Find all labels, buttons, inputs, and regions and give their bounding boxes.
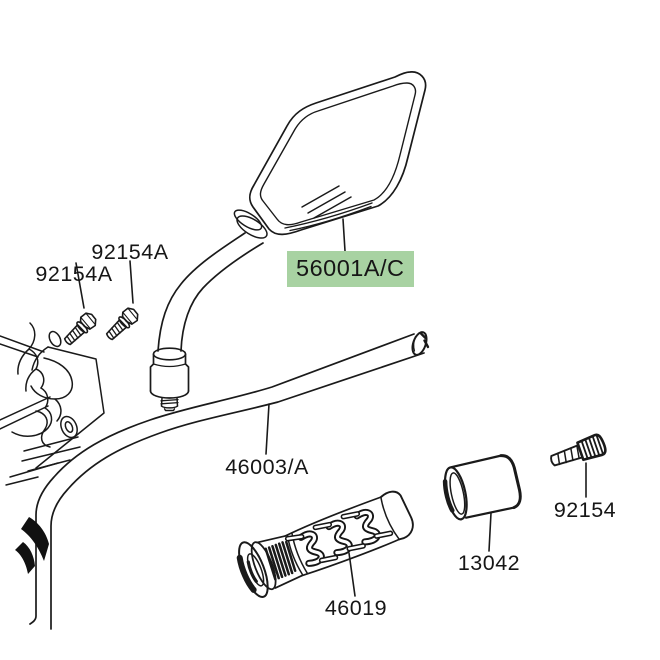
- grip-edge-band: [15, 542, 35, 574]
- bar-end-bolt-drawing: [550, 433, 607, 467]
- bar-end-weight-drawing: [442, 454, 522, 521]
- part-label-92154[interactable]: 92154: [553, 498, 617, 522]
- grip-rib-lines: [264, 540, 297, 581]
- leader-bolt-right: [129, 260, 134, 304]
- throttle-grip-drawing: [236, 490, 414, 598]
- mirror-bolt-left-drawing: [60, 309, 100, 349]
- leader-weight: [488, 512, 492, 552]
- weight-shadow: [442, 479, 455, 513]
- bolt-knurl-lines: [580, 433, 605, 460]
- mirror-reflection-lines: [301, 185, 352, 219]
- leader-lines: [75, 218, 587, 597]
- handlebar-drawing: [15, 331, 430, 630]
- grip-edge-band: [21, 517, 49, 561]
- part-label-46003A[interactable]: 46003/A: [225, 455, 309, 479]
- leader-handlebar: [265, 403, 270, 455]
- leader-mirror: [342, 218, 346, 252]
- part-label-92154A-left[interactable]: 92154A: [35, 262, 113, 286]
- part-label-46019[interactable]: 46019: [324, 596, 388, 620]
- bar-end-ticks: [419, 332, 430, 349]
- part-label-92154A-right[interactable]: 92154A: [91, 240, 169, 264]
- grip-flange-shadow: [236, 554, 257, 593]
- part-label-56001AC[interactable]: 56001A/C: [287, 251, 414, 287]
- leader-grip: [348, 552, 356, 597]
- leader-bolt-left: [75, 262, 85, 309]
- mirror-bolt-right-drawing: [102, 304, 142, 344]
- part-label-13042[interactable]: 13042: [457, 551, 521, 575]
- switch-housing-drawing: [0, 322, 105, 486]
- mirror-drawing: [149, 71, 427, 412]
